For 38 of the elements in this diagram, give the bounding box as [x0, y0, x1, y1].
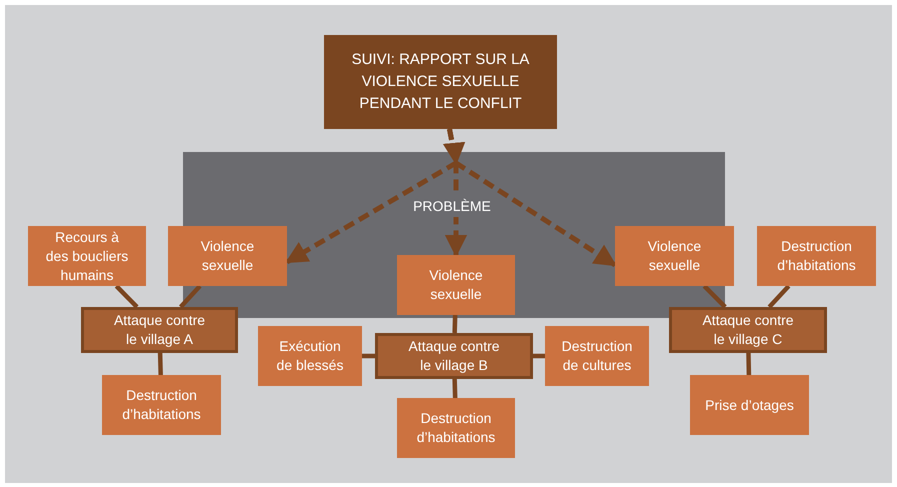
box-label: Destruction d’habitations [121, 386, 202, 424]
attack-box [81, 307, 238, 353]
violence-box [397, 255, 515, 315]
box-label: Violence sexuelle [646, 237, 702, 275]
consequence-box [102, 375, 221, 435]
connector-line [533, 354, 545, 358]
box-label: Recours à des boucliers humains [44, 228, 130, 284]
box-label: Attaque contre le village C [701, 311, 795, 349]
connector-line [452, 378, 458, 398]
consequence-box [258, 326, 362, 386]
attack-box [375, 333, 533, 379]
consequence-box [28, 226, 146, 286]
violence-box [615, 226, 734, 286]
box-label: Destruction d’habitations [776, 237, 857, 275]
box-label: Attaque contre le village B [407, 337, 501, 375]
box-label: Exécution de blessés [276, 337, 344, 375]
box-label: Destruction de cultures [560, 337, 634, 375]
box-label: SUIVI: RAPPORT SUR LA VIOLENCE SEXUELLE PENDANT LE CONFLIT [350, 50, 530, 114]
connector-line [702, 284, 727, 309]
consequence-box [545, 326, 649, 386]
consequence-box [757, 226, 876, 286]
connector-line [746, 352, 752, 376]
consequence-box [397, 398, 515, 458]
connector-line [178, 284, 202, 309]
box-label: Attaque contre le village A [112, 311, 206, 349]
box-label: Destruction d’habitations [416, 409, 496, 447]
connector-line [768, 284, 790, 309]
attack-box [669, 307, 827, 353]
dashed-arrow [447, 128, 617, 268]
title-box [324, 35, 557, 129]
box-label: Violence sexuelle [200, 237, 256, 275]
box-label: Prise d’otages [705, 396, 794, 414]
box-label: Violence sexuelle [428, 266, 484, 304]
consequence-box [690, 375, 809, 435]
connector-line [452, 314, 458, 334]
connector-line [362, 354, 375, 358]
connector-line [114, 284, 139, 309]
violence-box [168, 226, 287, 286]
